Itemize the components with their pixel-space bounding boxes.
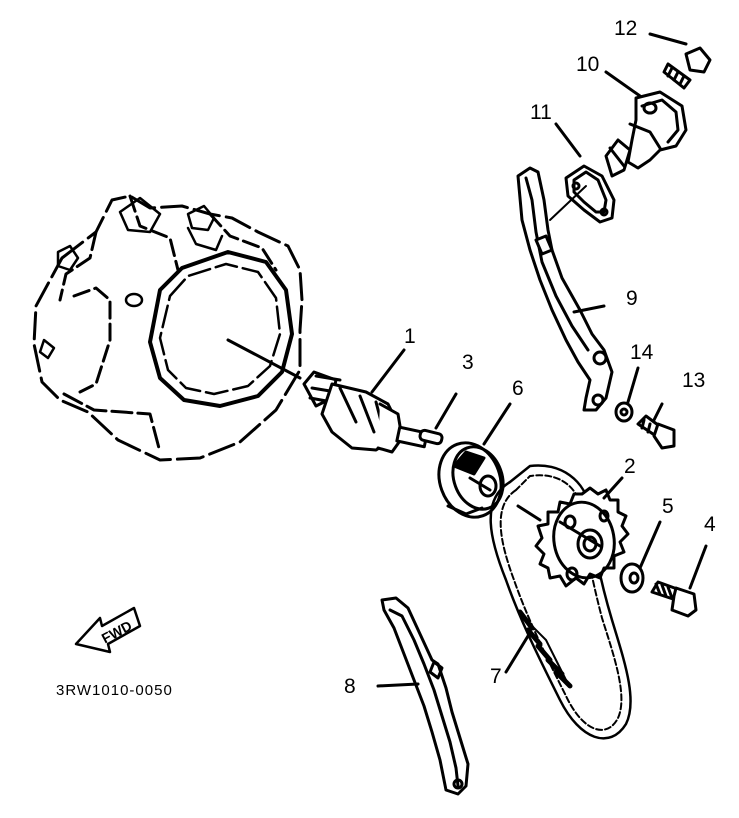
chain-guide <box>380 596 470 796</box>
callout-1: 1 <box>404 325 416 348</box>
callout-14: 14 <box>630 341 654 364</box>
decompression-hub <box>437 441 505 519</box>
camshaft <box>302 370 429 454</box>
callout-7: 7 <box>490 665 502 688</box>
washer-14 <box>614 401 634 423</box>
callout-3: 3 <box>462 351 474 374</box>
callout-10: 10 <box>576 53 600 76</box>
callout-2: 2 <box>624 455 636 478</box>
dowel-pin <box>418 428 444 446</box>
tensioner-guide <box>516 166 614 412</box>
bolt-13 <box>636 414 676 450</box>
chain-tensioner <box>604 90 688 178</box>
callout-12: 12 <box>614 17 638 40</box>
leader-lines <box>226 32 708 688</box>
callout-5: 5 <box>662 495 674 518</box>
callout-13: 13 <box>682 369 706 392</box>
part-code: 3RW1010-0050 <box>56 682 173 699</box>
tensioner-gasket <box>564 164 616 224</box>
fwd-arrow-icon: FWD <box>74 606 142 654</box>
bolt-4 <box>650 580 698 618</box>
callout-8: 8 <box>344 675 356 698</box>
callout-6: 6 <box>512 377 524 400</box>
cylinder-head <box>32 194 304 462</box>
bolt-12 <box>662 46 712 90</box>
callout-4: 4 <box>704 513 716 536</box>
cam-sprocket <box>534 486 630 588</box>
callout-9: 9 <box>626 287 638 310</box>
callout-11: 11 <box>530 101 552 124</box>
washer-5 <box>619 562 645 594</box>
